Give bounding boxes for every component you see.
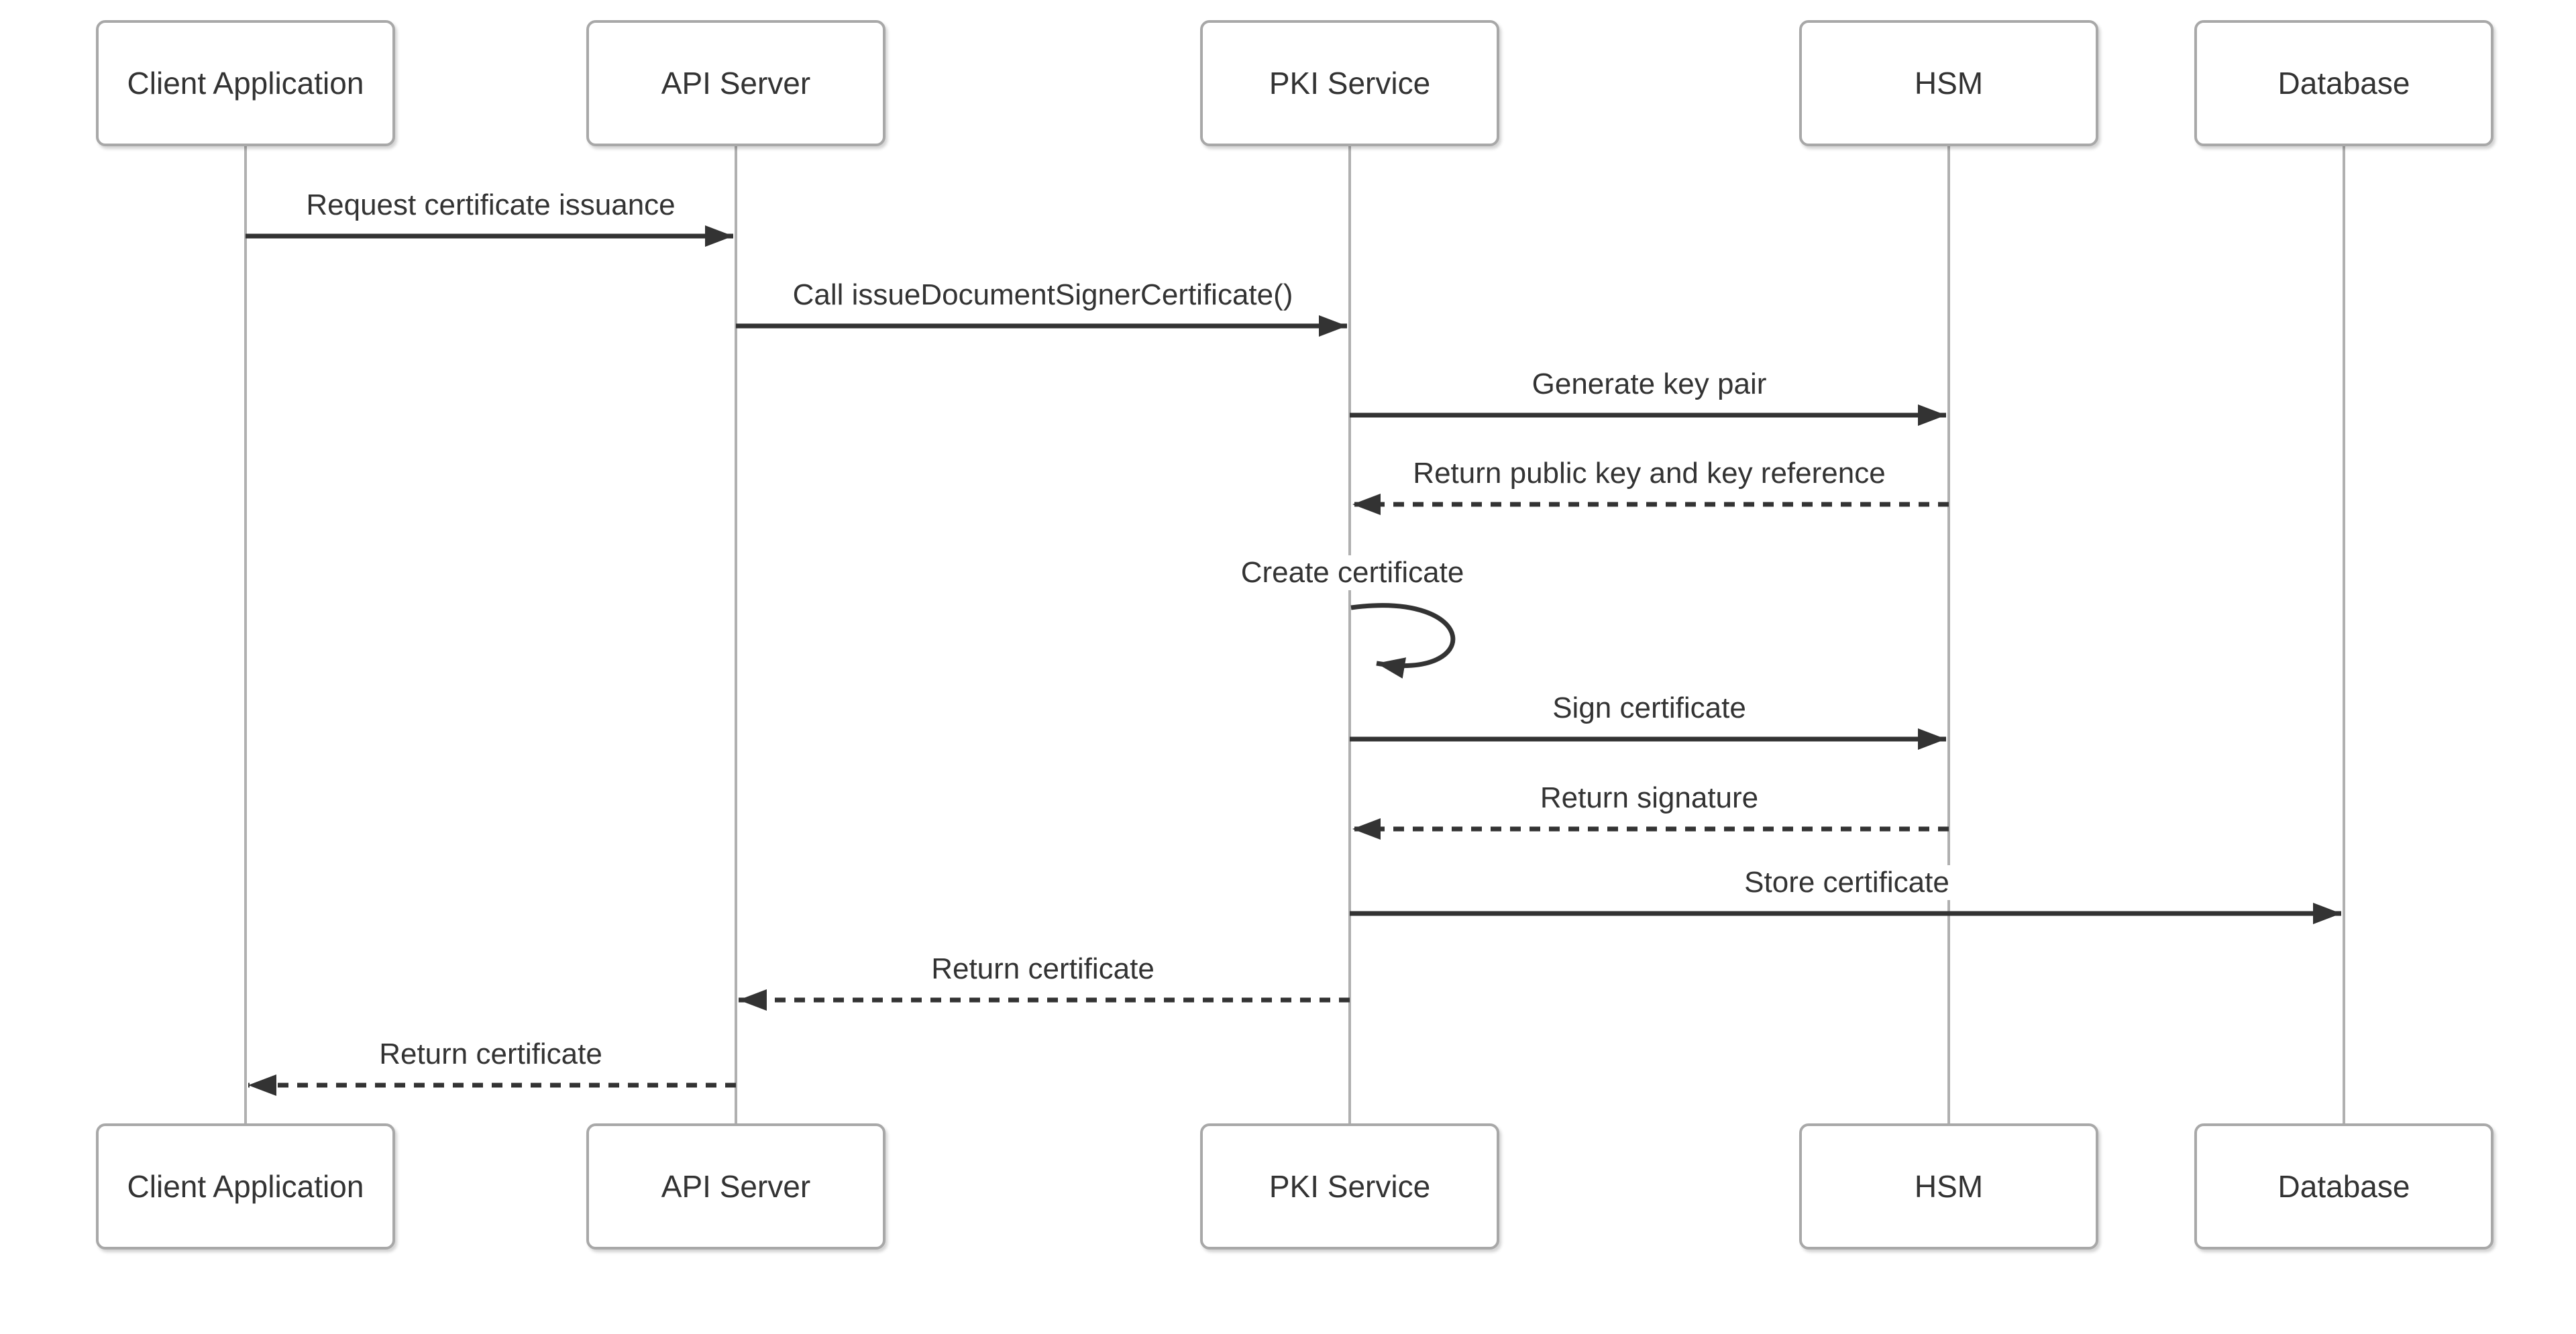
message-label: Request certificate issuance bbox=[302, 188, 680, 223]
message-label: Return signature bbox=[1536, 781, 1763, 816]
actor-top-client: Client Application bbox=[96, 20, 395, 146]
actor-label: Database bbox=[2277, 66, 2410, 101]
actor-bottom-hsm: HSM bbox=[1799, 1123, 2098, 1249]
lifeline-pki bbox=[1348, 145, 1351, 1125]
message-label: Return certificate bbox=[375, 1037, 606, 1072]
lifeline-client bbox=[244, 145, 247, 1125]
actor-label: HSM bbox=[1914, 1169, 1984, 1204]
actor-top-db: Database bbox=[2194, 20, 2493, 146]
actor-label: Database bbox=[2277, 1169, 2410, 1204]
actor-top-hsm: HSM bbox=[1799, 20, 2098, 146]
lifeline-db bbox=[2343, 145, 2345, 1125]
actor-label: Client Application bbox=[127, 1169, 364, 1204]
lifeline-hsm bbox=[1947, 145, 1950, 1125]
actor-top-pki: PKI Service bbox=[1200, 20, 1499, 146]
actor-label: API Server bbox=[661, 66, 811, 101]
actor-bottom-db: Database bbox=[2194, 1123, 2493, 1249]
actor-bottom-pki: PKI Service bbox=[1200, 1123, 1499, 1249]
message-label: Sign certificate bbox=[1548, 691, 1750, 726]
message-label: Call issueDocumentSignerCertificate() bbox=[788, 278, 1297, 313]
message-label: Create certificate bbox=[1236, 555, 1468, 590]
message-label: Return public key and key reference bbox=[1409, 456, 1890, 491]
message-label: Store certificate bbox=[1740, 865, 1953, 900]
actor-label: PKI Service bbox=[1269, 1169, 1431, 1204]
actor-label: PKI Service bbox=[1269, 66, 1431, 101]
actor-label: API Server bbox=[661, 1169, 811, 1204]
actor-label: HSM bbox=[1914, 66, 1984, 101]
actor-bottom-client: Client Application bbox=[96, 1123, 395, 1249]
message-self-loop bbox=[1350, 603, 1456, 679]
actor-label: Client Application bbox=[127, 66, 364, 101]
actor-bottom-api: API Server bbox=[586, 1123, 885, 1249]
message-label: Return certificate bbox=[927, 952, 1159, 987]
message-label: Generate key pair bbox=[1527, 367, 1771, 402]
lifeline-api bbox=[735, 145, 737, 1125]
actor-top-api: API Server bbox=[586, 20, 885, 146]
